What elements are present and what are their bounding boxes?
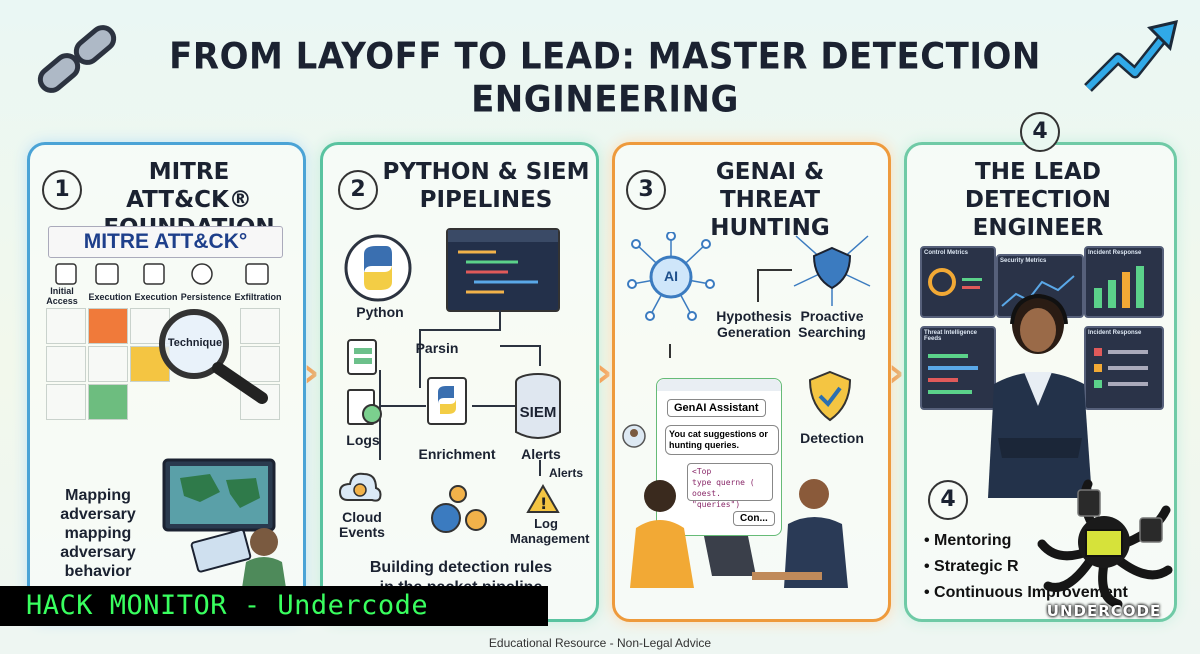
tactic-execution-2: Execution — [134, 292, 178, 302]
lead-engineer-illustration — [988, 293, 1092, 498]
chain-link-icon — [37, 25, 117, 93]
page-title: FROM LAYOFF TO LEAD: MASTER DETECTION EN… — [169, 34, 1041, 122]
alerts-label: Alerts — [521, 446, 561, 462]
exit-icon — [245, 263, 269, 285]
bullet-continuous-improvement: • Continuous Improvement — [924, 584, 1128, 601]
cloud-gear-icon — [338, 472, 382, 502]
proactive-label: Proactive Searching — [798, 308, 866, 340]
dashboard-screen: Threat Intelligence Feeds — [920, 326, 996, 410]
assistant-message: You cat suggestions or hunting queries. — [665, 425, 779, 455]
step-number-2: 2 — [338, 170, 378, 210]
shield-network-icon — [793, 235, 871, 306]
matrix-cell — [46, 346, 86, 382]
python-doc-icon — [427, 377, 467, 425]
cpu-icon — [143, 263, 165, 285]
hack-monitor-watermark: HACK MONITOR - Undercode — [0, 586, 548, 626]
magnifying-glass-icon — [159, 309, 268, 404]
alerts-label-2: Alerts — [548, 466, 583, 480]
tactic-icons-row — [55, 263, 269, 285]
panel3-title: GENAI &THREAT HUNTING — [710, 159, 830, 241]
technique-label: Technique — [167, 337, 223, 349]
undercode-logo-text: UNDERCODE — [1046, 602, 1162, 620]
mitre-attack-banner: MITRE ATT&CK° — [48, 226, 283, 258]
chevron-right-icon: › — [596, 350, 613, 396]
chevron-right-icon: › — [888, 350, 905, 396]
warning-icon: ! — [526, 484, 560, 513]
tactic-exfiltration: Exfiltration — [234, 292, 282, 302]
dashboard-screen: Control Metrics — [920, 246, 996, 318]
matrix-cell-highlight — [88, 384, 128, 420]
gear-icon — [191, 263, 213, 285]
tactic-initial-access: Initial Access — [46, 286, 78, 306]
panel1-caption: Mapping adversary mapping adversary beha… — [60, 487, 136, 580]
enrichment-label: Enrichment — [418, 446, 496, 462]
matrix-cell-highlight — [88, 308, 128, 344]
shield-check-icon — [808, 370, 852, 422]
siem-label: SIEM — [519, 404, 557, 421]
user-avatar-icon — [622, 424, 646, 448]
matrix-cell — [88, 346, 128, 382]
analyst-map-illustration — [162, 458, 286, 588]
gears-icon — [431, 485, 487, 533]
bullet-mentoring: • Mentoring — [924, 532, 1012, 549]
chevron-right-icon: › — [303, 350, 320, 396]
assistant-title: GenAI Assistant — [667, 399, 766, 417]
matrix-cell — [46, 384, 86, 420]
ai-label: AI — [664, 268, 678, 284]
siem-database-icon — [515, 373, 561, 439]
genai-chat-window: GenAI Assistant You cat suggestions or h… — [656, 378, 782, 536]
continue-button[interactable]: Con... — [733, 511, 775, 526]
svg-text:!: ! — [540, 494, 547, 513]
step-number-1: 1 — [42, 170, 82, 210]
log-file-icon — [347, 389, 382, 425]
log-management-label: Log Management — [510, 516, 590, 546]
cloud-events-label: Cloud Events — [339, 509, 385, 540]
hunting-flow-arrows — [669, 269, 792, 358]
python-logo-icon — [344, 234, 412, 302]
database-icon — [55, 263, 77, 285]
analysts-illustration — [630, 479, 848, 588]
server-icon — [347, 339, 377, 375]
logs-label: Logs — [346, 432, 380, 448]
step-number-3: 3 — [626, 170, 666, 210]
tactic-execution: Execution — [88, 292, 132, 302]
ai-brain-network-icon — [627, 232, 715, 321]
python-label: Python — [356, 304, 404, 320]
matrix-cell — [240, 308, 280, 344]
matrix-cell — [240, 346, 280, 382]
hypothesis-label: Hypothesis Generation — [716, 308, 792, 340]
step-number-4: 4 — [928, 480, 968, 520]
bullet-strategic: • Strategic R — [924, 558, 1019, 575]
terminal-icon — [95, 263, 119, 285]
tactic-persistence: Persistence — [180, 292, 232, 302]
dashboard-screen: Incident Response — [1084, 326, 1164, 410]
matrix-cell — [46, 308, 86, 344]
parsin-label: Parsin — [415, 340, 459, 356]
code-editor-window — [446, 228, 560, 312]
undercode-octopus-logo — [1037, 479, 1173, 609]
step-number-4-top: 4 — [1020, 112, 1060, 152]
trend-up-arrow-icon — [1084, 19, 1179, 92]
footer-disclaimer: Educational Resource - Non-Legal Advice — [488, 636, 712, 650]
dashboard-screen: Incident Response — [1084, 246, 1164, 318]
detection-label: Detection — [800, 430, 864, 446]
